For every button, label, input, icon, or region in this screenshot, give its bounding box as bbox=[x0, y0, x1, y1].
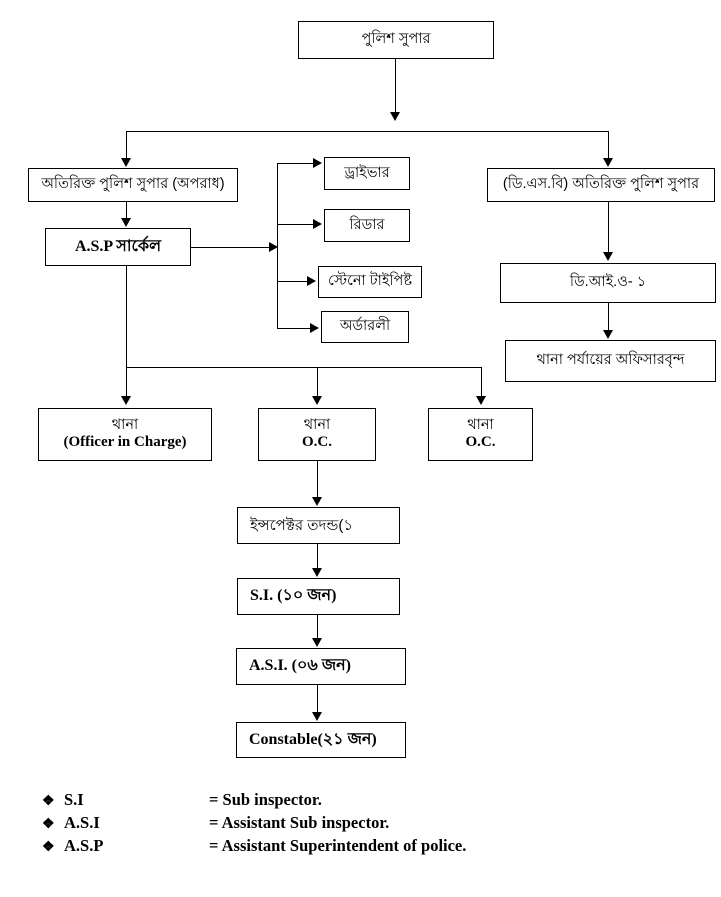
node-label: অর্ডারলী bbox=[339, 318, 391, 335]
connector-dsb-to-dio bbox=[608, 202, 609, 254]
connector-asi-to-constable bbox=[317, 685, 318, 714]
legend-definition: = Assistant Sub inspector. bbox=[209, 813, 390, 832]
node-label-line2: (Officer in Charge) bbox=[63, 434, 187, 451]
connector-bus-to-thana1 bbox=[126, 367, 127, 398]
connector-bus-to-thana2 bbox=[317, 367, 318, 398]
connector-spine-to-driver bbox=[277, 163, 315, 164]
arrowhead-constable bbox=[312, 712, 322, 721]
arrowhead-orderly bbox=[310, 323, 319, 333]
node-asp-circle[interactable]: A.S.P সার্কেল bbox=[45, 228, 191, 266]
node-label-line1: থানা bbox=[303, 417, 331, 434]
node-label: (ডি.এস.বি) অতিরিক্ত পুলিশ সুপার bbox=[502, 176, 700, 193]
connector-spine-to-reader bbox=[277, 224, 315, 225]
legend-abbr: S.I bbox=[64, 790, 84, 809]
connector-bus-to-addl bbox=[126, 131, 127, 160]
arrowhead-driver bbox=[313, 158, 322, 168]
node-label: A.S.I. (০৬ জন) bbox=[249, 657, 352, 675]
diamond-bullet-icon: ❖ bbox=[42, 794, 55, 809]
node-additional-sp-crime[interactable]: অতিরিক্ত পুলিশ সুপার (অপরাধ) bbox=[28, 168, 238, 202]
arrowhead-thana3 bbox=[476, 396, 486, 405]
connector-sp-down bbox=[395, 59, 396, 118]
arrowhead-dsb bbox=[603, 158, 613, 167]
node-label-line1: থানা bbox=[467, 417, 494, 434]
arrowhead-thana1 bbox=[121, 396, 131, 405]
node-label-line1: থানা bbox=[111, 417, 139, 434]
connector-spine-to-steno bbox=[277, 281, 309, 282]
node-constable[interactable]: Constable(২১ জন) bbox=[236, 722, 406, 758]
node-dsb-additional-sp[interactable]: (ডি.এস.বি) অতিরিক্ত পুলিশ সুপার bbox=[487, 168, 715, 202]
arrowhead-si bbox=[312, 568, 322, 577]
node-steno-typist[interactable]: স্টেনো টাইপিষ্ট bbox=[318, 266, 422, 298]
legend-definition: = Sub inspector. bbox=[209, 790, 322, 809]
arrowhead-steno bbox=[307, 276, 316, 286]
diamond-bullet-icon: ❖ bbox=[42, 840, 55, 855]
legend: ❖ S.I = Sub inspector. ❖ A.S.I = Assista… bbox=[42, 790, 582, 859]
node-label-line2: O.C. bbox=[465, 434, 496, 451]
legend-definition: = Assistant Superintendent of police. bbox=[209, 836, 467, 855]
node-label: Constable(২১ জন) bbox=[249, 730, 377, 748]
node-thana-level-officers[interactable]: থানা পর্যায়ের অফিসারবৃন্দ bbox=[505, 340, 716, 382]
node-label: অতিরিক্ত পুলিশ সুপার (অপরাধ) bbox=[41, 176, 225, 193]
legend-row: ❖ A.S.I = Assistant Sub inspector. bbox=[42, 813, 582, 833]
arrowhead-inspector bbox=[312, 497, 322, 506]
node-police-super[interactable]: পুলিশ সুপার bbox=[298, 21, 494, 59]
connector-bus-to-dsb bbox=[608, 131, 609, 160]
node-label-line2: O.C. bbox=[302, 434, 332, 451]
node-thana-officer-in-charge[interactable]: থানা (Officer in Charge) bbox=[38, 408, 212, 461]
diamond-bullet-icon: ❖ bbox=[42, 817, 55, 832]
node-label: রিডার bbox=[349, 216, 385, 233]
connector-asp-to-staff-spine bbox=[191, 247, 271, 248]
legend-row: ❖ S.I = Sub inspector. bbox=[42, 790, 582, 810]
node-orderly[interactable]: অর্ডারলী bbox=[321, 311, 409, 343]
node-label: S.I. (১০ জন) bbox=[250, 587, 337, 605]
connector-addl-to-asp bbox=[126, 202, 127, 220]
node-dio-1[interactable]: ডি.আই.ও- ১ bbox=[500, 263, 716, 303]
arrowhead-addl bbox=[121, 158, 131, 167]
node-label: ড্রাইভার bbox=[344, 164, 390, 181]
node-thana-oc-3[interactable]: থানা O.C. bbox=[428, 408, 533, 461]
arrowhead-thana2 bbox=[312, 396, 322, 405]
node-label: থানা পর্যায়ের অফিসারবৃন্দ bbox=[536, 352, 685, 369]
connector-bus-to-thana3 bbox=[481, 367, 482, 398]
connector-spine-to-orderly bbox=[277, 328, 312, 329]
node-inspector-investigation[interactable]: ইন্সপেক্টর তদন্ড(১ bbox=[237, 507, 400, 544]
node-label: ইন্সপেক্টর তদন্ড(১ bbox=[250, 516, 354, 534]
arrowhead-officers bbox=[603, 330, 613, 339]
node-driver[interactable]: ড্রাইভার bbox=[324, 157, 410, 190]
arrowhead-sp-down bbox=[390, 112, 400, 121]
node-assistant-sub-inspector[interactable]: A.S.I. (০৬ জন) bbox=[236, 648, 406, 685]
legend-abbr: A.S.I bbox=[64, 813, 100, 832]
node-label: স্টেনো টাইপিষ্ট bbox=[327, 273, 413, 290]
arrowhead-dio bbox=[603, 252, 613, 261]
legend-abbr: A.S.P bbox=[64, 836, 104, 855]
connector-inspector-to-si bbox=[317, 544, 318, 570]
node-label: ডি.আই.ও- ১ bbox=[569, 274, 647, 291]
arrowhead-reader bbox=[313, 219, 322, 229]
connector-thana-bus bbox=[126, 367, 481, 368]
node-label: A.S.P সার্কেল bbox=[74, 237, 162, 255]
connector-thana2-to-inspector bbox=[317, 461, 318, 499]
connector-asp-down bbox=[126, 266, 127, 367]
node-reader[interactable]: রিডার bbox=[324, 209, 410, 242]
arrowhead-asp bbox=[121, 218, 131, 227]
connector-dio-to-officers bbox=[608, 303, 609, 332]
node-label: পুলিশ সুপার bbox=[361, 31, 431, 48]
connector-main-bus bbox=[126, 131, 609, 132]
node-sub-inspector[interactable]: S.I. (১০ জন) bbox=[237, 578, 400, 615]
connector-si-to-asi bbox=[317, 615, 318, 640]
legend-row: ❖ A.S.P = Assistant Superintendent of po… bbox=[42, 836, 582, 856]
arrowhead-asi bbox=[312, 638, 322, 647]
node-thana-oc-2[interactable]: থানা O.C. bbox=[258, 408, 376, 461]
arrowhead-staff-spine bbox=[269, 242, 278, 252]
